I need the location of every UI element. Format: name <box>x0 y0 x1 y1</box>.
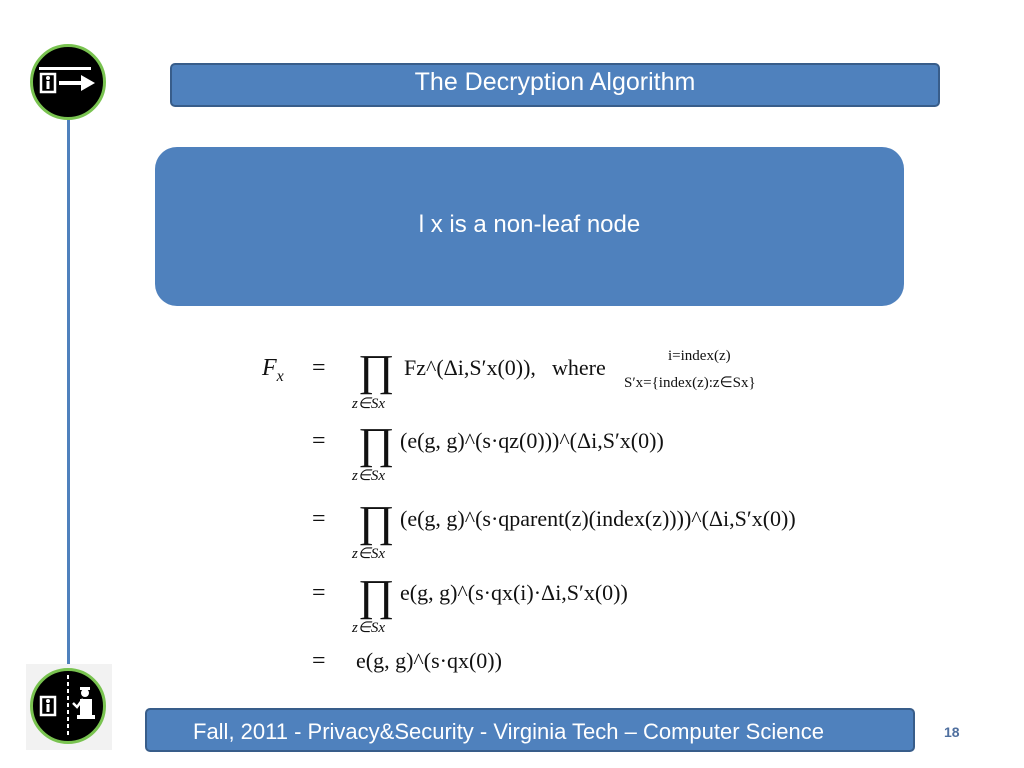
footer-text: Fall, 2011 - Privacy&Security - Virginia… <box>193 719 824 744</box>
badge-bottom-frame <box>26 664 112 750</box>
eq-product-1: ∏ <box>358 346 394 395</box>
eq-equals-2: = <box>312 428 326 454</box>
footer-bar: Fall, 2011 - Privacy&Security - Virginia… <box>145 708 915 752</box>
eq-product-2: ∏ <box>358 419 394 468</box>
eq-where-line-1: i=index(z) <box>668 348 731 364</box>
eq-line-3: (e(g, g)^(s·qparent(z)(index(z))))^(Δi,S… <box>400 506 796 531</box>
eq-product-sub-1: z∈Sx <box>351 396 385 412</box>
eq-equals-1: = <box>312 355 326 381</box>
timeline-rail <box>67 118 70 674</box>
eq-equals-5: = <box>312 648 326 674</box>
eq-product-sub-2: z∈Sx <box>351 468 385 484</box>
slide-title-bar: The Decryption Algorithm <box>170 63 940 107</box>
decryption-equation: Fx = ∏ z∈Sx Fz^(Δi,S′x(0)), where i=inde… <box>261 346 796 674</box>
eq-where-word: where <box>552 355 606 380</box>
person-checkpoint-icon <box>30 668 106 744</box>
page-number: 18 <box>944 724 960 740</box>
eq-line-5: e(g, g)^(s·qx(0)) <box>356 648 502 673</box>
eq-product-3: ∏ <box>358 497 394 546</box>
eq-lhs: Fx <box>261 355 284 385</box>
eq-equals-4: = <box>312 580 326 606</box>
eq-line-1: Fz^(Δi,S′x(0)), <box>404 355 536 380</box>
eq-equals-3: = <box>312 506 326 532</box>
slide-title: The Decryption Algorithm <box>414 67 696 96</box>
person-exit-arrow-icon <box>30 44 106 120</box>
eq-product-sub-3: z∈Sx <box>351 546 385 562</box>
eq-product-4: ∏ <box>358 571 394 620</box>
eq-line-4: e(g, g)^(s·qx(i)·Δi,S′x(0)) <box>400 580 628 605</box>
eq-line-2: (e(g, g)^(s·qz(0)))^(Δi,S′x(0)) <box>400 428 664 453</box>
eq-product-sub-4: z∈Sx <box>351 620 385 636</box>
content-text: l x is a non-leaf node <box>418 211 641 238</box>
content-box: l x is a non-leaf node <box>155 147 904 306</box>
eq-where-line-2: S′x={index(z):z∈Sx} <box>624 375 756 391</box>
